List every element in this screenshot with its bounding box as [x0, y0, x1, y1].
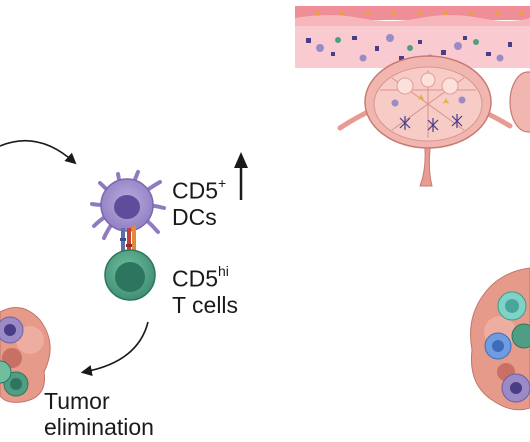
tumor-cluster-left [0, 307, 51, 403]
bottom-curved-arrow [80, 321, 149, 377]
cd5-dc-sup: + [218, 175, 227, 191]
dendritic-cell [90, 170, 166, 240]
cd5hi-tcell-label: CD5hi T cells [172, 260, 238, 318]
cd5-dc-label: CD5+ DCs [172, 172, 226, 230]
top-curved-arrow [0, 139, 77, 165]
tumor-line2: elimination [44, 414, 154, 440]
cd5-dc-line2: DCs [172, 203, 217, 230]
tumor-line1: Tumor [44, 388, 110, 414]
increase-arrow-icon [234, 152, 248, 200]
tumor-elimination-label: Tumor elimination [44, 388, 154, 440]
receptor-pair [120, 226, 136, 254]
tumor-cluster-right [470, 267, 530, 411]
cd5-dc-main: CD5 [172, 177, 219, 204]
cd5hi-line2: T cells [172, 291, 239, 318]
cd5hi-sup: hi [218, 263, 229, 279]
cd5hi-main: CD5 [172, 265, 219, 292]
lymph-node [337, 55, 530, 187]
t-cell [104, 249, 156, 301]
